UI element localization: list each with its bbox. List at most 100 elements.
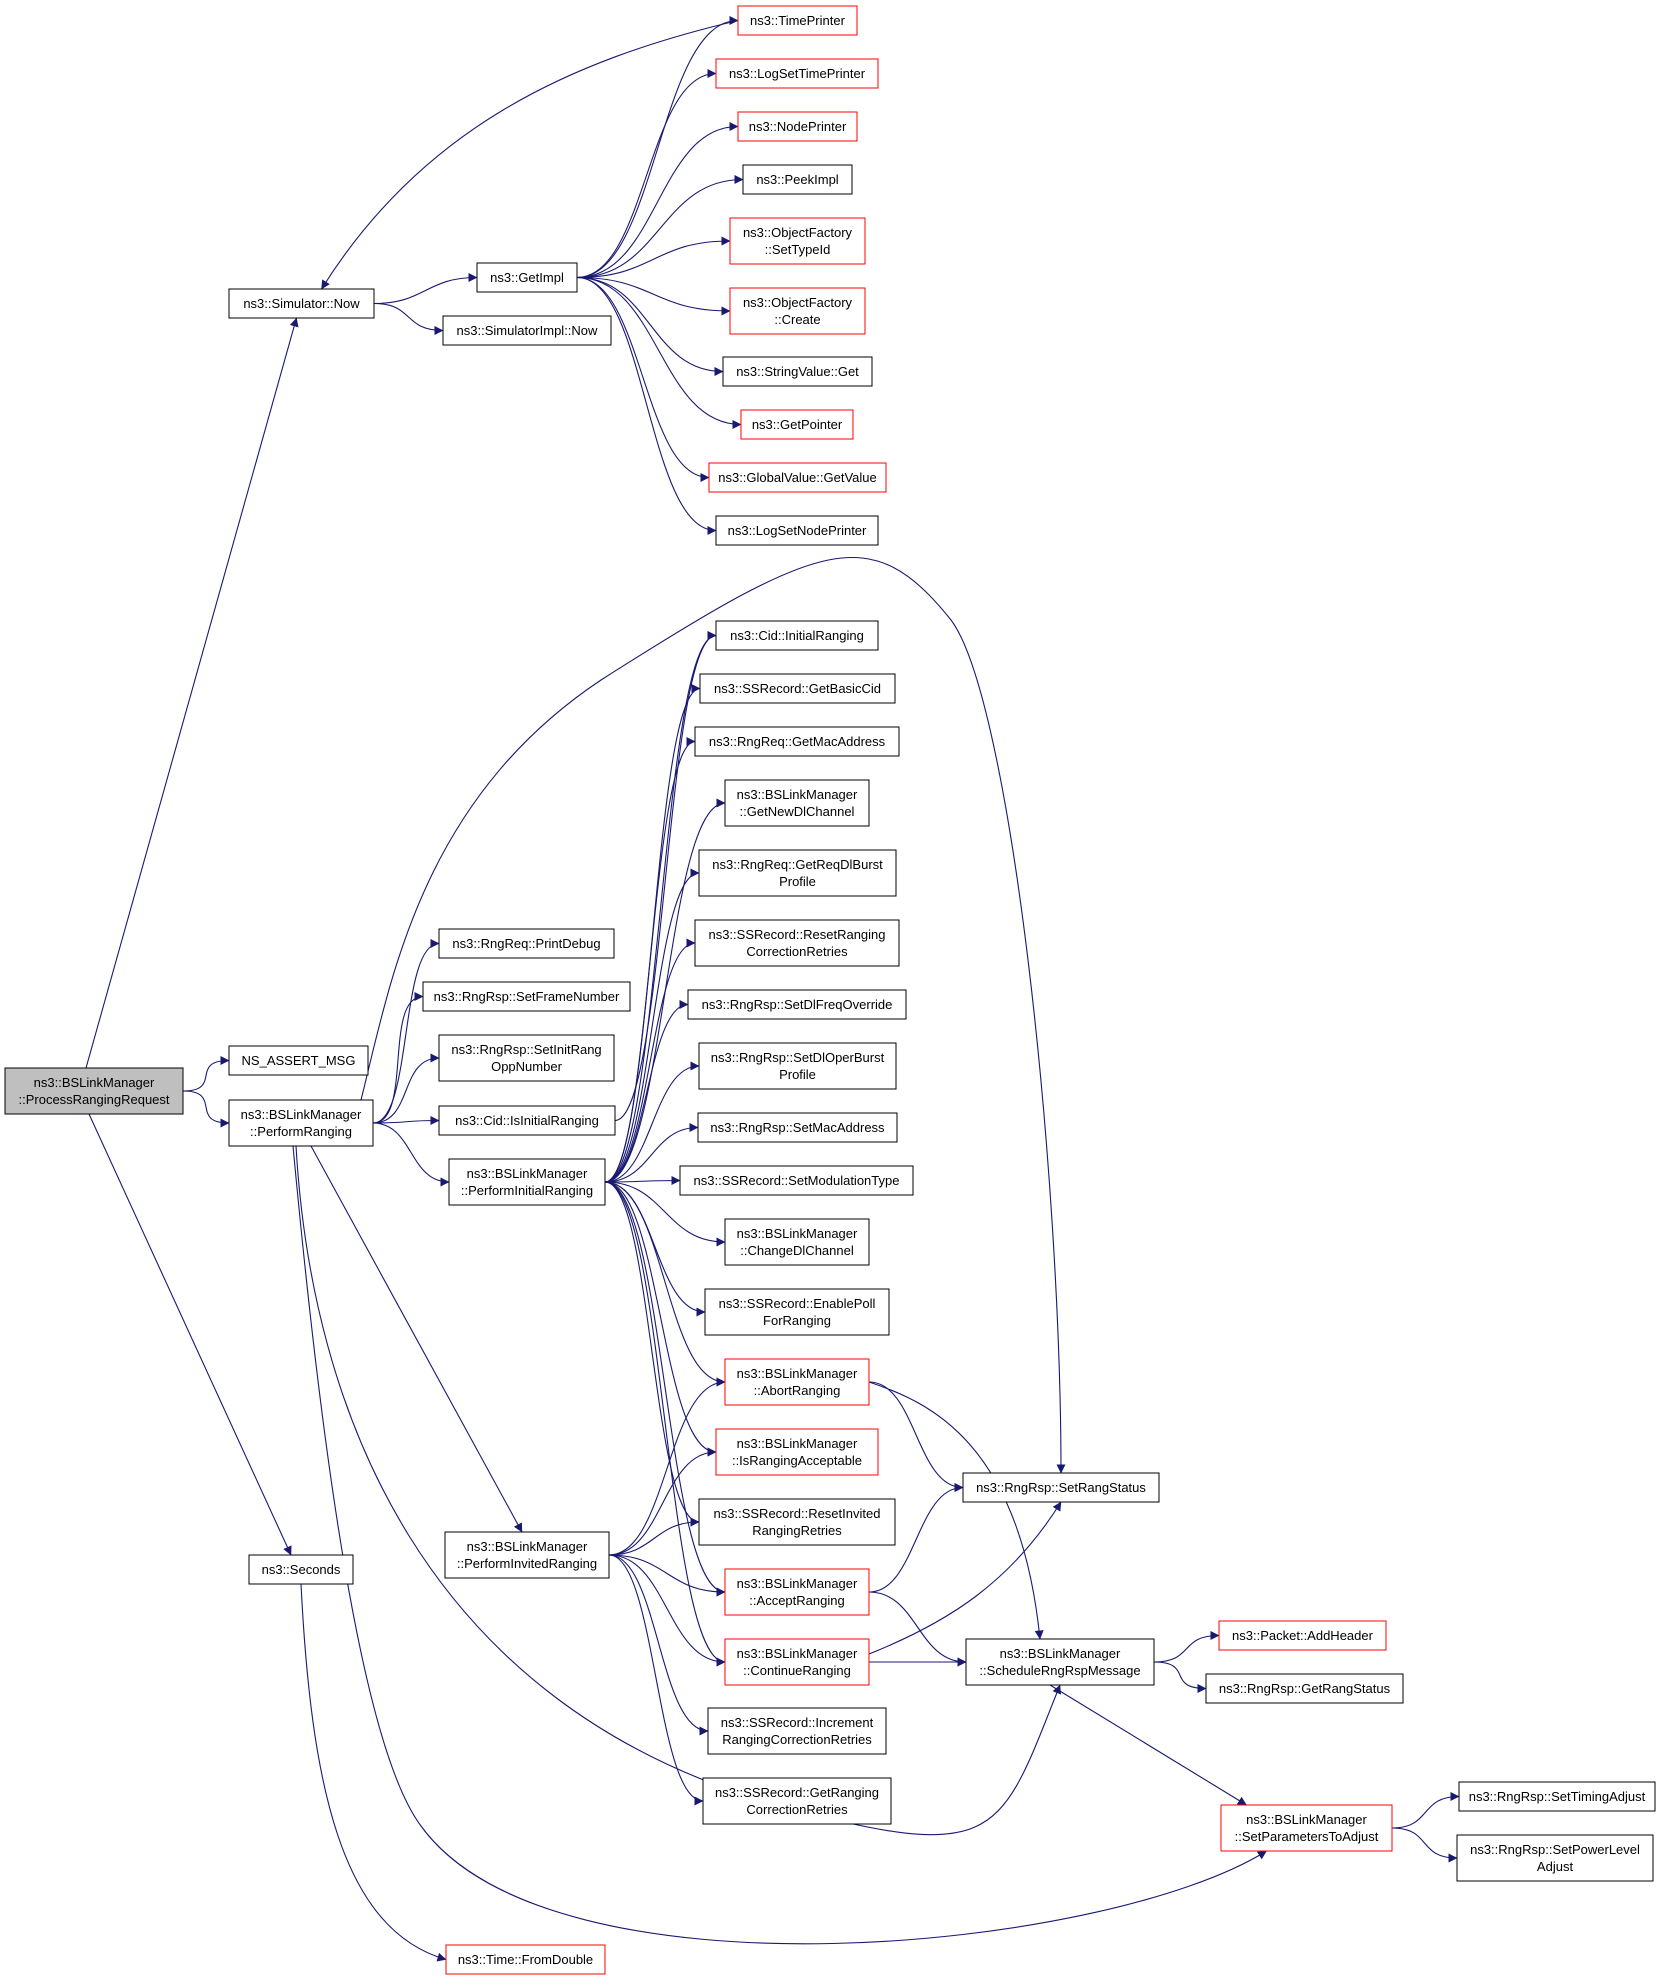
node-box[interactable] (729, 217, 866, 265)
node-box[interactable] (444, 1531, 610, 1579)
node-box[interactable] (699, 673, 896, 704)
graph-node-getimpl[interactable]: ns3::GetImpl (476, 262, 578, 293)
node-box[interactable] (1456, 1834, 1654, 1882)
graph-node-cid-initialranging[interactable]: ns3::Cid::InitialRanging (715, 620, 879, 651)
graph-node-setmodulationtype[interactable]: ns3::SSRecord::SetModulationType (679, 1165, 914, 1196)
node-box[interactable] (740, 409, 854, 440)
graph-node-perform-ranging[interactable]: ns3::BSLinkManager::PerformRanging (228, 1099, 374, 1147)
node-box[interactable] (965, 1638, 1155, 1686)
node-box[interactable] (715, 58, 879, 89)
node-box[interactable] (724, 1218, 870, 1266)
graph-node-getmacaddress[interactable]: ns3::RngReq::GetMacAddress (694, 726, 900, 757)
graph-node-simimpl-now[interactable]: ns3::SimulatorImpl::Now (442, 315, 612, 346)
node-box[interactable] (742, 164, 853, 195)
graph-node-setdlfreqoverride[interactable]: ns3::RngRsp::SetDlFreqOverride (687, 989, 907, 1020)
node-box[interactable] (737, 5, 858, 36)
node-box[interactable] (422, 981, 631, 1012)
graph-node-getrangstatus[interactable]: ns3::RngRsp::GetRangStatus (1205, 1673, 1404, 1704)
graph-node-settimingadjust[interactable]: ns3::RngRsp::SetTimingAdjust (1458, 1781, 1656, 1812)
graph-node-seconds[interactable]: ns3::Seconds (248, 1554, 354, 1585)
node-box[interactable] (708, 462, 887, 493)
graph-node-changedlchannel[interactable]: ns3::BSLinkManager::ChangeDlChannel (724, 1218, 870, 1266)
graph-node-stringvalue-get[interactable]: ns3::StringValue::Get (722, 356, 873, 387)
node-box[interactable] (715, 620, 879, 651)
node-box[interactable] (1205, 1673, 1404, 1704)
graph-node-setparamstoadjust[interactable]: ns3::BSLinkManager::SetParametersToAdjus… (1220, 1804, 1393, 1852)
node-box[interactable] (722, 356, 873, 387)
graph-node-getbasiccid[interactable]: ns3::SSRecord::GetBasicCid (699, 673, 896, 704)
graph-node-timeprinter[interactable]: ns3::TimePrinter (737, 5, 858, 36)
graph-node-continueranging[interactable]: ns3::BSLinkManager::ContinueRanging (724, 1638, 870, 1686)
node-box[interactable] (729, 287, 866, 335)
node-box[interactable] (687, 989, 907, 1020)
graph-node-ns-assert[interactable]: NS_ASSERT_MSG (228, 1045, 369, 1076)
graph-node-of-create[interactable]: ns3::ObjectFactory::Create (729, 287, 866, 335)
graph-node-printdebug[interactable]: ns3::RngReq::PrintDebug (438, 928, 615, 959)
node-box[interactable] (4, 1067, 184, 1115)
graph-node-of-settypeid[interactable]: ns3::ObjectFactory::SetTypeId (729, 217, 866, 265)
graph-node-logsettimeprinter[interactable]: ns3::LogSetTimePrinter (715, 58, 879, 89)
node-box[interactable] (228, 1045, 369, 1076)
node-box[interactable] (476, 262, 578, 293)
graph-node-addheader[interactable]: ns3::Packet::AddHeader (1218, 1620, 1387, 1651)
graph-node-isinitialranging[interactable]: ns3::Cid::IsInitialRanging (438, 1105, 616, 1136)
graph-node-root[interactable]: ns3::BSLinkManager::ProcessRangingReques… (4, 1067, 184, 1115)
node-box[interactable] (442, 315, 612, 346)
graph-node-peekimpl[interactable]: ns3::PeekImpl (742, 164, 853, 195)
node-box[interactable] (438, 1105, 616, 1136)
node-box[interactable] (697, 1112, 898, 1143)
graph-node-resetrangingcorr[interactable]: ns3::SSRecord::ResetRangingCorrectionRet… (694, 919, 900, 967)
node-box[interactable] (694, 726, 900, 757)
graph-node-incrementranging[interactable]: ns3::SSRecord::IncrementRangingCorrectio… (707, 1707, 887, 1755)
graph-node-israngingacceptable[interactable]: ns3::BSLinkManager::IsRangingAcceptable (715, 1428, 879, 1476)
graph-node-performinitialranging[interactable]: ns3::BSLinkManager::PerformInitialRangin… (448, 1158, 606, 1206)
graph-node-time-fromdouble[interactable]: ns3::Time::FromDouble (445, 1944, 606, 1975)
graph-node-abortranging[interactable]: ns3::BSLinkManager::AbortRanging (724, 1358, 870, 1406)
node-box[interactable] (1220, 1804, 1393, 1852)
node-box[interactable] (715, 1428, 879, 1476)
node-box[interactable] (1218, 1620, 1387, 1651)
graph-node-schedulerngrsp[interactable]: ns3::BSLinkManager::ScheduleRngRspMessag… (965, 1638, 1155, 1686)
graph-node-setmacaddress[interactable]: ns3::RngRsp::SetMacAddress (697, 1112, 898, 1143)
graph-node-nodeprinter[interactable]: ns3::NodePrinter (737, 111, 858, 142)
graph-node-setrangstatus[interactable]: ns3::RngRsp::SetRangStatus (962, 1472, 1160, 1503)
node-box[interactable] (1458, 1781, 1656, 1812)
node-box[interactable] (724, 1358, 870, 1406)
graph-node-getnewdlchannel[interactable]: ns3::BSLinkManager::GetNewDlChannel (724, 779, 870, 827)
graph-node-getrangingcorr[interactable]: ns3::SSRecord::GetRangingCorrectionRetri… (702, 1777, 892, 1825)
graph-node-globalvalue-getvalue[interactable]: ns3::GlobalValue::GetValue (708, 462, 887, 493)
node-box[interactable] (724, 779, 870, 827)
node-box[interactable] (438, 1034, 615, 1082)
node-box[interactable] (724, 1568, 870, 1616)
graph-node-logsetnodeprinter[interactable]: ns3::LogSetNodePrinter (715, 515, 879, 546)
node-box[interactable] (715, 515, 879, 546)
node-box[interactable] (228, 1099, 374, 1147)
node-box[interactable] (248, 1554, 354, 1585)
node-box[interactable] (694, 919, 900, 967)
graph-node-setframenumber[interactable]: ns3::RngRsp::SetFrameNumber (422, 981, 631, 1012)
node-box[interactable] (698, 1042, 897, 1090)
graph-node-acceptranging[interactable]: ns3::BSLinkManager::AcceptRanging (724, 1568, 870, 1616)
graph-node-performinvitedranging[interactable]: ns3::BSLinkManager::PerformInvitedRangin… (444, 1531, 610, 1579)
node-box[interactable] (445, 1944, 606, 1975)
node-box[interactable] (724, 1638, 870, 1686)
node-box[interactable] (228, 288, 375, 319)
node-box[interactable] (702, 1777, 892, 1825)
node-box[interactable] (448, 1158, 606, 1206)
node-box[interactable] (707, 1707, 887, 1755)
graph-node-getpointer[interactable]: ns3::GetPointer (740, 409, 854, 440)
node-box[interactable] (698, 849, 897, 897)
graph-node-resetinvited[interactable]: ns3::SSRecord::ResetInvitedRangingRetrie… (698, 1498, 896, 1546)
node-box[interactable] (438, 928, 615, 959)
node-box[interactable] (962, 1472, 1160, 1503)
node-box[interactable] (704, 1288, 890, 1336)
node-box[interactable] (698, 1498, 896, 1546)
node-box[interactable] (679, 1165, 914, 1196)
node-box[interactable] (737, 111, 858, 142)
graph-node-sim-now[interactable]: ns3::Simulator::Now (228, 288, 375, 319)
